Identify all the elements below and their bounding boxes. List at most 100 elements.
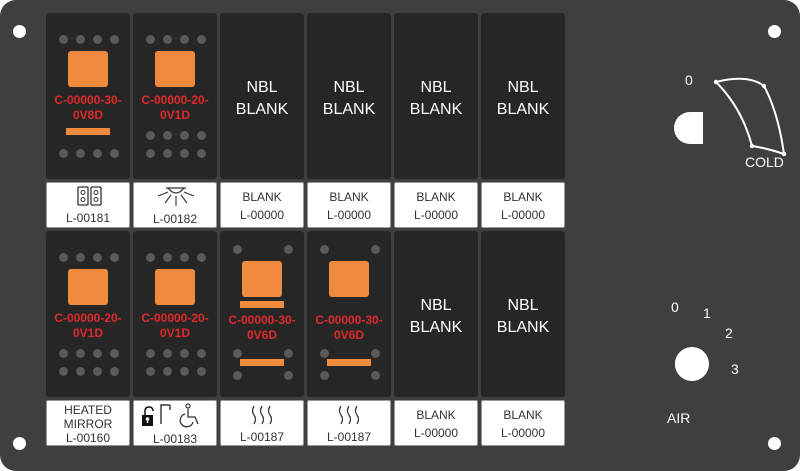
nbl-text-line2: BLANK xyxy=(235,101,289,118)
label-code: L-00000 xyxy=(500,426,546,440)
rocker-switch-door-lock[interactable]: C-00000-20- 0V1D L-00183 xyxy=(133,231,217,447)
air-position-3: 3 xyxy=(731,361,739,377)
dual-outlet-icon xyxy=(77,186,102,206)
indicator-dot xyxy=(110,149,119,158)
indicator-dot xyxy=(284,371,293,380)
indicator-dot xyxy=(146,349,155,358)
mounting-hole-bottom-right xyxy=(768,437,781,450)
switch-legend-label: BLANK L-00000 xyxy=(220,182,304,228)
indicator-dot xyxy=(371,245,380,254)
dome-light-icon xyxy=(157,187,195,206)
switch-legend-label: BLANK L-00000 xyxy=(394,400,478,446)
switch-legend-label: HEATED MIRROR L-00160 xyxy=(46,400,130,446)
switch-legend-label: BLANK L-00000 xyxy=(481,400,565,446)
label-code: L-00000 xyxy=(239,208,285,222)
temp-zero-label: 0 xyxy=(685,72,693,88)
switch-code-line2: 0V8D xyxy=(72,108,104,122)
temperature-scale-wedge xyxy=(713,77,787,157)
label-line1: BLANK xyxy=(416,408,456,422)
label-line1: BLANK xyxy=(503,408,543,422)
indicator-bar xyxy=(66,128,110,135)
mounting-hole-top-right xyxy=(768,25,781,38)
indicator-dot xyxy=(93,367,102,376)
switch-legend-label: BLANK L-00000 xyxy=(394,182,478,228)
nbl-text-line1: NBL xyxy=(420,79,452,96)
indicator-dot xyxy=(197,367,206,376)
indicator-lamp xyxy=(329,261,369,297)
indicator-dot xyxy=(110,349,119,358)
rocker-switch-heat-1[interactable]: C-00000-30- 0V6D L-00187 xyxy=(220,231,304,447)
nbl-text-line1: NBL xyxy=(507,79,539,96)
indicator-dot xyxy=(197,149,206,158)
switch-code-line1: C-00000-20- xyxy=(141,311,209,325)
indicator-dot xyxy=(76,367,85,376)
indicator-dot xyxy=(197,131,206,140)
switch-code-line2: 0V6D xyxy=(333,328,365,342)
temperature-knob-hole[interactable] xyxy=(670,108,708,148)
nbl-text-line1: NBL xyxy=(420,297,452,314)
heat-waves-icon xyxy=(251,405,273,425)
blank-switch-5: NBL BLANK BLANK L-00000 xyxy=(394,13,478,229)
air-position-0: 0 xyxy=(671,299,679,315)
indicator-dot xyxy=(180,149,189,158)
indicator-dot xyxy=(371,349,380,358)
switch-code-line1: C-00000-30- xyxy=(54,93,122,107)
label-line2: MIRROR xyxy=(63,417,113,431)
rocker-switch-heat-2[interactable]: C-00000-30- 0V6D L-00187 xyxy=(307,231,391,447)
indicator-dot xyxy=(93,253,102,262)
rocker-switch-heated-mirror[interactable]: C-00000-20- 0V1D HEATED MIRROR L-00160 xyxy=(46,231,130,447)
indicator-lamp xyxy=(155,269,195,305)
label-code: L-00000 xyxy=(413,208,459,222)
indicator-dot xyxy=(163,349,172,358)
switch-code-line2: 0V1D xyxy=(159,108,191,122)
indicator-dot xyxy=(180,253,189,262)
blank-switch-11: NBL BLANK BLANK L-00000 xyxy=(394,231,478,447)
nbl-text-line1: NBL xyxy=(507,297,539,314)
switch-legend-label: BLANK L-00000 xyxy=(307,182,391,228)
switch-code-line2: 0V6D xyxy=(246,328,278,342)
label-line1: HEATED xyxy=(64,403,112,417)
door-lock-wheelchair-icon xyxy=(142,403,199,428)
indicator-dot xyxy=(110,367,119,376)
label-line1: BLANK xyxy=(329,190,369,204)
indicator-dot xyxy=(163,35,172,44)
indicator-dot xyxy=(93,349,102,358)
indicator-lamp xyxy=(242,261,282,297)
indicator-dot xyxy=(59,349,68,358)
rocker-switch-2[interactable]: C-00000-20- 0V1D L-00182 xyxy=(133,13,217,229)
indicator-dot xyxy=(163,367,172,376)
switch-code-line1: C-00000-30- xyxy=(315,313,383,327)
indicator-dot xyxy=(233,371,242,380)
indicator-dot xyxy=(371,371,380,380)
indicator-dot xyxy=(59,35,68,44)
rocker-switch-1[interactable]: C-00000-30- 0V8D L-00181 xyxy=(46,13,130,229)
indicator-dot xyxy=(93,35,102,44)
nbl-text-line1: NBL xyxy=(333,79,365,96)
switch-legend-label: L-00181 xyxy=(46,182,130,228)
indicator-dot xyxy=(146,253,155,262)
nbl-text-line2: BLANK xyxy=(496,101,550,118)
indicator-dot xyxy=(180,131,189,140)
indicator-dot xyxy=(197,253,206,262)
indicator-lamp xyxy=(155,51,195,87)
nbl-text-line1: NBL xyxy=(246,79,278,96)
switch-legend-label: BLANK L-00000 xyxy=(481,182,565,228)
indicator-dot xyxy=(93,149,102,158)
air-label: AIR xyxy=(667,410,691,426)
indicator-dot xyxy=(59,367,68,376)
indicator-dot xyxy=(284,245,293,254)
indicator-dot xyxy=(233,245,242,254)
indicator-dot xyxy=(284,349,293,358)
air-knob-hole[interactable] xyxy=(672,344,712,384)
mounting-hole-bottom-left xyxy=(13,437,26,450)
label-code: L-00183 xyxy=(152,432,198,446)
indicator-dot xyxy=(163,253,172,262)
label-code: L-00181 xyxy=(65,211,111,225)
indicator-bar xyxy=(327,359,371,366)
indicator-dot xyxy=(197,35,206,44)
air-position-2: 2 xyxy=(725,325,733,341)
switch-code-line2: 0V1D xyxy=(159,326,191,340)
indicator-dot xyxy=(320,245,329,254)
label-code: L-00000 xyxy=(500,208,546,222)
nbl-text-line2: BLANK xyxy=(322,101,376,118)
